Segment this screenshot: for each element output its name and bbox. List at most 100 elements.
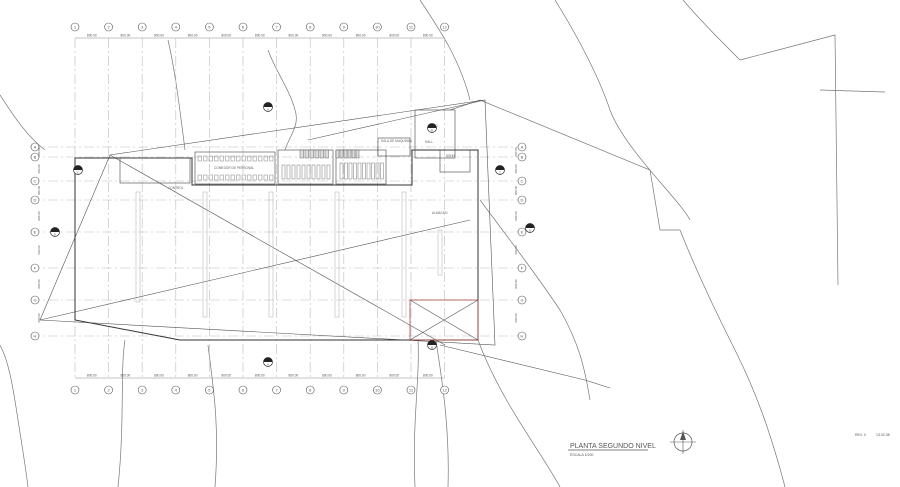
row-dimension: 800.00 bbox=[514, 279, 518, 289]
grid-bubble-col bbox=[238, 385, 248, 395]
grid-row-label: F bbox=[521, 265, 524, 270]
grid-col-label: 8 bbox=[309, 387, 312, 392]
grid-col-label: 12 bbox=[442, 24, 447, 29]
grid-bubble-col bbox=[373, 385, 382, 395]
grid-col-label: 12 bbox=[442, 387, 447, 392]
bay-dimension: 800.00 bbox=[221, 374, 231, 378]
drawing-title: PLANTA SEGUNDO NIVEL bbox=[570, 443, 656, 450]
grid-bubble-col bbox=[205, 385, 214, 395]
grid-bubble-col bbox=[171, 22, 181, 32]
bay-dimension: 800.00 bbox=[121, 374, 131, 378]
bay-dimension: 800.00 bbox=[255, 374, 265, 378]
room-label-comedor: COMEDOR DE PERSONAL bbox=[214, 166, 254, 170]
grid-row-label: A bbox=[521, 144, 524, 149]
grid-bubble-row bbox=[517, 227, 527, 237]
grid-row-label: H bbox=[34, 333, 37, 338]
grid-col-label: 11 bbox=[409, 24, 414, 29]
grid-row-label: B bbox=[521, 154, 524, 159]
grid-bubble-row bbox=[30, 142, 40, 152]
bay-dimension: 800.00 bbox=[87, 374, 97, 378]
grid-col-label: 8 bbox=[309, 24, 312, 29]
grid-col-label: 1 bbox=[74, 24, 77, 29]
grid-col-label: 7 bbox=[275, 24, 278, 29]
grid-bubble-row bbox=[30, 331, 40, 341]
row-dimension: 600.00 bbox=[514, 186, 518, 196]
section-marker-label: D bbox=[529, 229, 532, 233]
bay-dimension: 800.00 bbox=[356, 374, 366, 378]
grid-bubble-col bbox=[171, 385, 181, 395]
grid-col-label: 4 bbox=[175, 24, 178, 29]
grid-bubble-col bbox=[272, 22, 281, 32]
grid-row-label: B bbox=[34, 154, 37, 159]
bay-dimension: 800.00 bbox=[154, 374, 164, 378]
bay-dimension: 800.00 bbox=[188, 34, 198, 38]
grid-col-label: 3 bbox=[141, 24, 144, 29]
row-dimension: 600.00 bbox=[37, 313, 41, 323]
grid-row-label: C bbox=[521, 178, 524, 183]
grid-bubble-row bbox=[30, 263, 40, 273]
bay-dimension: 800.00 bbox=[87, 34, 97, 38]
grid-bubble-col bbox=[70, 22, 80, 32]
grid-col-label: 4 bbox=[175, 387, 178, 392]
furniture bbox=[197, 149, 384, 181]
bay-dimension: 800.00 bbox=[423, 34, 433, 38]
bay-dimension: 800.00 bbox=[255, 34, 265, 38]
revision-label: REV. 0 bbox=[855, 433, 866, 437]
row-dimension: 900.00 bbox=[514, 211, 518, 221]
row-dimension: 600.00 bbox=[514, 313, 518, 323]
grid-bubble-row bbox=[517, 331, 527, 341]
section-marker-label: A bbox=[267, 363, 269, 367]
title-block: PLANTA SEGUNDO NIVEL ESCALA 1/200 REV. 0… bbox=[568, 433, 890, 457]
bay-dimension: 800.00 bbox=[121, 34, 131, 38]
grid-bubble-col bbox=[440, 385, 449, 395]
bay-dimension: 800.00 bbox=[423, 374, 433, 378]
grid-bubble-col bbox=[104, 385, 113, 395]
grid-bubble-row bbox=[517, 152, 527, 162]
grid-bubble-col bbox=[272, 385, 281, 395]
bay-dimension: 800.00 bbox=[389, 374, 399, 378]
room-label-almacen: ALMACEN bbox=[432, 211, 448, 215]
grid-row-label: C bbox=[34, 178, 37, 183]
grid-row-label: F bbox=[34, 265, 37, 270]
bay-dimension: 800.00 bbox=[322, 374, 332, 378]
north-arrow-icon bbox=[670, 430, 696, 454]
grid-bubble-row bbox=[517, 295, 527, 305]
grid-col-label: 7 bbox=[275, 387, 278, 392]
grid-row-label: E bbox=[34, 229, 37, 234]
bay-dimension: 800.00 bbox=[188, 374, 198, 378]
grid-col-label: 6 bbox=[242, 387, 245, 392]
bay-dimension: 800.00 bbox=[389, 34, 399, 38]
grid-row-label: D bbox=[521, 197, 524, 202]
room-label-sala: SALA DE MAQUINAS bbox=[381, 139, 412, 143]
row-dimension: 600.00 bbox=[37, 147, 41, 157]
grid-bubble-col bbox=[305, 22, 315, 32]
revision-date: 13.02.08 bbox=[876, 433, 890, 437]
grid-bubble-col bbox=[339, 385, 349, 395]
grid-col-label: 9 bbox=[343, 387, 346, 392]
grid-col-label: 11 bbox=[409, 387, 414, 392]
section-marker-label: C bbox=[77, 171, 80, 175]
grid-bubble-row bbox=[30, 227, 40, 237]
grid-bubble-col bbox=[70, 385, 80, 395]
grid-bubble-col bbox=[137, 22, 147, 32]
grid-bubble-col bbox=[406, 22, 416, 32]
grid-col-label: 1 bbox=[74, 387, 77, 392]
grid-col-label: 5 bbox=[208, 24, 211, 29]
row-dimension: 600.00 bbox=[37, 186, 41, 196]
row-dimension: 450.00 bbox=[37, 164, 41, 174]
grid-bubble-col bbox=[205, 22, 214, 32]
bay-dimension: 800.00 bbox=[289, 374, 299, 378]
bay-dimension: 800.00 bbox=[221, 34, 231, 38]
grid-row-label: E bbox=[521, 229, 524, 234]
room-label-control: CONTROL bbox=[168, 186, 184, 190]
grid-bubble-col bbox=[305, 385, 315, 395]
row-dimension: 450.00 bbox=[514, 164, 518, 174]
bay-dimension: 800.00 bbox=[154, 34, 164, 38]
grid-col-label: 3 bbox=[141, 387, 144, 392]
grid-row-label: G bbox=[520, 297, 523, 302]
grid-bubble-row bbox=[517, 263, 527, 273]
grid-col-label: 9 bbox=[343, 24, 346, 29]
grid-bubble-col bbox=[137, 385, 147, 395]
